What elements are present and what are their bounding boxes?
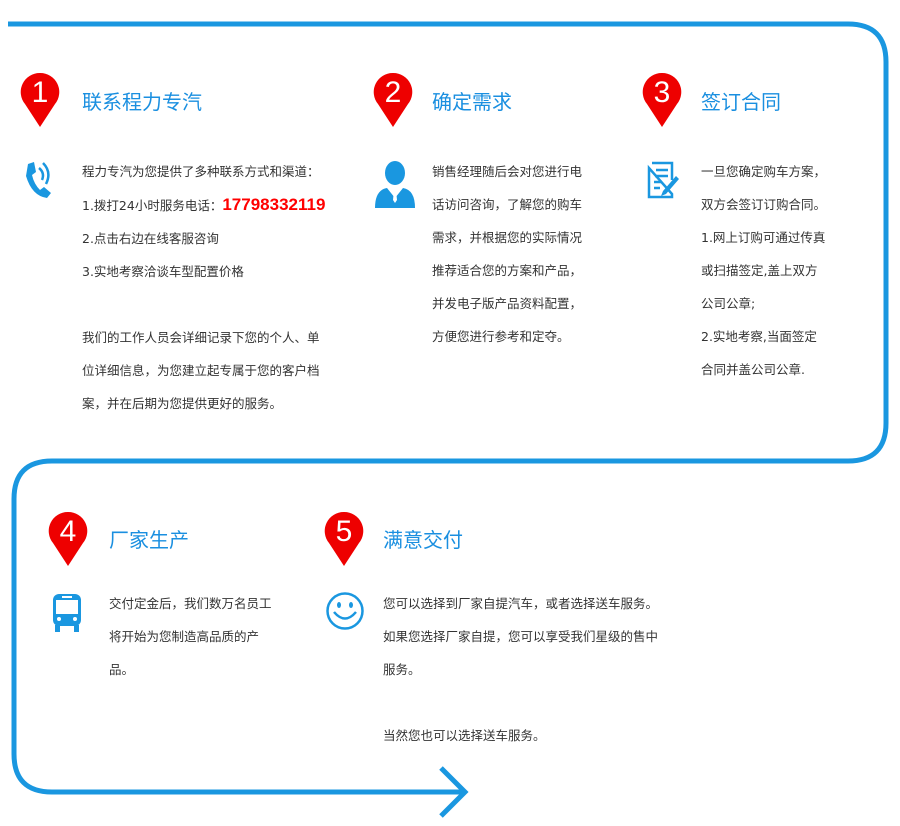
bus-icon [53,594,81,632]
text-line: 需求，并根据您的实际情况 [432,230,583,245]
text-line: 公司公章; [701,296,756,311]
step-1-title: 联系程力专汽 [82,90,202,114]
step-3-description: 一旦您确定购车方案， 双方会签订订购合同。 1.网上订购可通过传真 或扫描签定,… [701,155,826,386]
text-line: 交付定金后，我们数万名员工 [109,596,272,611]
step-5-title: 满意交付 [383,528,463,552]
step-number: 5 [335,515,353,548]
step-5-description: 您可以选择到厂家自提汽车，或者选择送车服务。 如果您选择厂家自提，您可以享受我们… [383,587,658,752]
text-line: 并发电子版产品资料配置， [432,296,583,311]
text-line: 推荐适合您的方案和产品， [432,263,583,278]
step-5-badge: 5 [323,510,365,566]
arrow-head-icon [439,766,469,818]
text-line: 我们的工作人员会详细记录下您的个人、单 [82,330,320,345]
text-line: 程力专汽为您提供了多种联系方式和渠道： [82,164,320,179]
contract-icon [647,161,679,199]
text-line: 2.点击右边在线客服咨询 [82,231,219,246]
smiley-icon [326,592,364,630]
text-line: 2.实地考察,当面签定 [701,329,817,344]
text-line: 3.实地考察洽谈车型配置价格 [82,264,244,279]
step-3-title: 签订合同 [701,90,781,114]
text-line: 服务。 [383,662,421,677]
text-line: 方便您进行参考和定夺。 [432,329,570,344]
step-4-description: 交付定金后，我们数万名员工 将开始为您制造高品质的产 品。 [109,587,272,686]
step-1-description: 程力专汽为您提供了多种联系方式和渠道： 1.拨打24小时服务电话：1779833… [82,155,325,420]
step-number: 4 [59,515,77,548]
step-2-badge: 2 [372,71,414,127]
text-line: 1.拨打24小时服务电话： [82,198,223,213]
text-line: 如果您选择厂家自提，您可以享受我们星级的售中 [383,629,659,644]
hotline-number[interactable]: 17798332119 [222,195,326,214]
step-number: 1 [31,76,49,109]
text-line: 位详细信息，为您建立起专属于您的客户档 [82,363,320,378]
text-line: 一旦您确定购车方案， [701,164,827,179]
step-number: 2 [384,76,402,109]
text-line: 当然您也可以选择送车服务。 [383,728,546,743]
step-3-badge: 3 [641,71,683,127]
text-line: 双方会签订订购合同。 [701,197,827,212]
step-1-badge: 1 [19,71,61,127]
user-icon [375,161,415,208]
text-line: 话访问咨询，了解您的购车 [432,197,583,212]
text-line: 销售经理随后会对您进行电 [432,164,583,179]
text-line: 合同并盖公司公章. [701,362,805,377]
step-2-description: 销售经理随后会对您进行电 话访问咨询，了解您的购车 需求，并根据您的实际情况 推… [432,155,582,353]
phone-icon [26,162,51,198]
text-line: 案，并在后期为您提供更好的服务。 [82,396,283,411]
text-line: 1.网上订购可通过传真 [701,230,826,245]
text-line: 品。 [109,662,135,677]
step-2-title: 确定需求 [432,90,512,114]
step-4-badge: 4 [47,510,89,566]
text-line: 您可以选择到厂家自提汽车，或者选择送车服务。 [383,596,659,611]
step-number: 3 [653,76,671,109]
text-line: 或扫描签定,盖上双方 [701,263,818,278]
text-line: 将开始为您制造高品质的产 [109,629,260,644]
step-4-title: 厂家生产 [109,528,189,552]
